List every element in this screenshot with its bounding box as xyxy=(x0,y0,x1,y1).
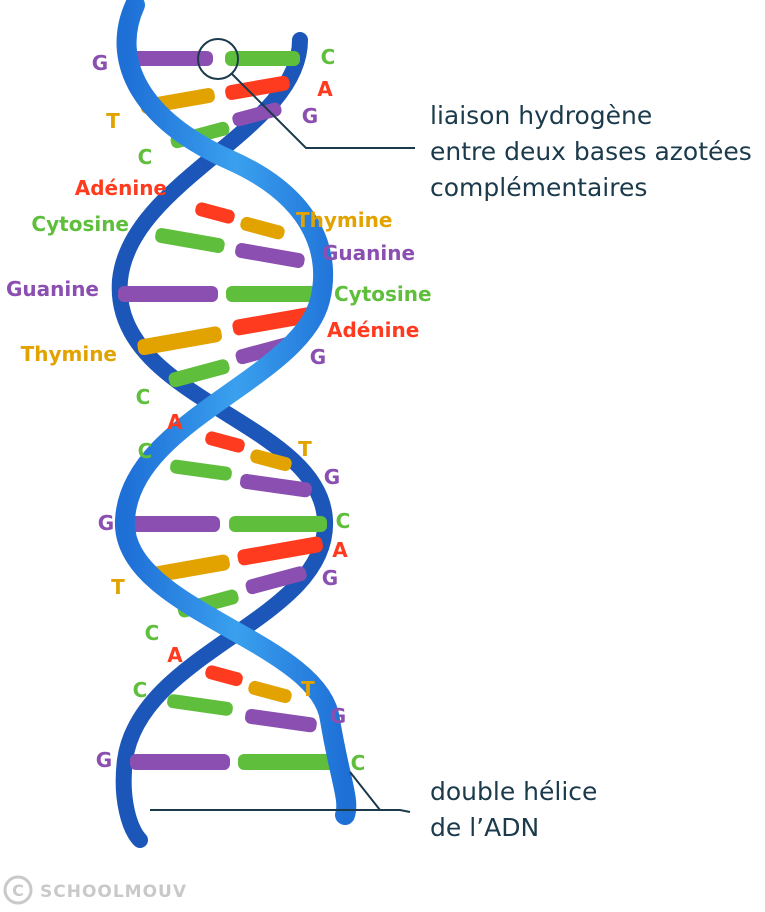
hydrogen-bond-leader-line xyxy=(231,73,415,149)
base-pair-rung xyxy=(238,754,340,770)
base-label: C xyxy=(138,439,153,463)
base-label: C xyxy=(351,751,366,775)
hydrogen-bond-annotation: liaison hydrogène entre deux bases azoté… xyxy=(430,101,760,202)
base-pair-rung xyxy=(123,51,213,66)
base-pair-rung xyxy=(226,286,322,302)
base-label: A xyxy=(167,410,183,434)
base-pair-rung xyxy=(245,708,317,733)
base-label: Guanine xyxy=(322,241,415,265)
watermark: C SCHOOLMOUV xyxy=(3,875,187,905)
base-label: T xyxy=(111,575,125,599)
base-label: C xyxy=(138,145,153,169)
base-label: G xyxy=(98,511,114,535)
double-helix-leader-line-upper xyxy=(349,771,381,811)
base-label: Thymine xyxy=(21,342,117,366)
dna-strand-front xyxy=(114,0,357,825)
base-label: C xyxy=(133,678,148,702)
base-pair-rung xyxy=(237,536,323,566)
base-pair-rung xyxy=(225,75,290,101)
watermark-text: SCHOOLMOUV xyxy=(40,882,187,902)
base-label: T xyxy=(301,677,315,701)
base-pair-rung xyxy=(130,754,230,770)
hydrogen-bond-annotation-line: entre deux bases azotées xyxy=(430,137,752,166)
base-pair-rung xyxy=(245,566,307,595)
base-label: G xyxy=(322,566,338,590)
base-label: G xyxy=(96,748,112,772)
double-helix-annotation: double hélice de l’ADN xyxy=(430,777,605,842)
base-pair-rung xyxy=(167,694,233,716)
double-helix-leader-line xyxy=(150,809,411,813)
double-helix-annotation-line: double hélice xyxy=(430,777,597,806)
base-label: G xyxy=(302,104,318,128)
base-pair-rung xyxy=(250,449,292,472)
base-label: Guanine xyxy=(6,277,99,301)
copyright-icon xyxy=(3,875,33,905)
base-pair-rung xyxy=(205,431,245,453)
base-label: T xyxy=(298,437,312,461)
base-label: Thymine xyxy=(296,208,392,232)
base-pair-rung xyxy=(232,102,282,127)
base-pair-rung xyxy=(118,286,218,302)
base-label: G xyxy=(330,704,346,728)
base-label: Adénine xyxy=(75,176,167,200)
base-pair-rung xyxy=(225,51,300,66)
base-pair-rung xyxy=(170,459,232,481)
hydrogen-bond-annotation-line: complémentaires xyxy=(430,173,647,202)
hydrogen-bond-marker-circle xyxy=(197,38,239,80)
base-pair-rung xyxy=(248,680,292,704)
base-pair-rung xyxy=(125,516,220,532)
base-label: A xyxy=(332,538,348,562)
base-label: G xyxy=(324,465,340,489)
base-label: Cytosine xyxy=(334,282,432,306)
base-pair-rung xyxy=(195,202,235,224)
base-label: C xyxy=(145,621,160,645)
base-label: G xyxy=(92,51,108,75)
double-helix-annotation-line: de l’ADN xyxy=(430,813,539,842)
base-label: Adénine xyxy=(327,318,419,342)
base-label: G xyxy=(310,345,326,369)
base-label: A xyxy=(317,77,333,101)
base-pair-rung xyxy=(235,242,305,269)
base-label: T xyxy=(106,109,120,133)
base-pair-rung xyxy=(232,306,320,336)
hydrogen-bond-annotation-line: liaison hydrogène xyxy=(430,101,652,130)
base-label: C xyxy=(321,45,336,69)
copyright-icon-glyph: C xyxy=(12,881,24,900)
base-label: C xyxy=(336,509,351,533)
base-pair-rung xyxy=(229,516,327,532)
base-pair-rung xyxy=(168,359,230,388)
base-pair-rung xyxy=(137,326,222,356)
base-label: A xyxy=(167,643,183,667)
base-pair-rung xyxy=(240,473,312,498)
base-label: Cytosine xyxy=(31,212,129,236)
base-pair-rung xyxy=(205,665,243,687)
base-pair-rung xyxy=(155,227,225,254)
base-label: C xyxy=(136,385,151,409)
base-pair-rung xyxy=(240,216,285,240)
dna-strand-back xyxy=(111,32,334,848)
